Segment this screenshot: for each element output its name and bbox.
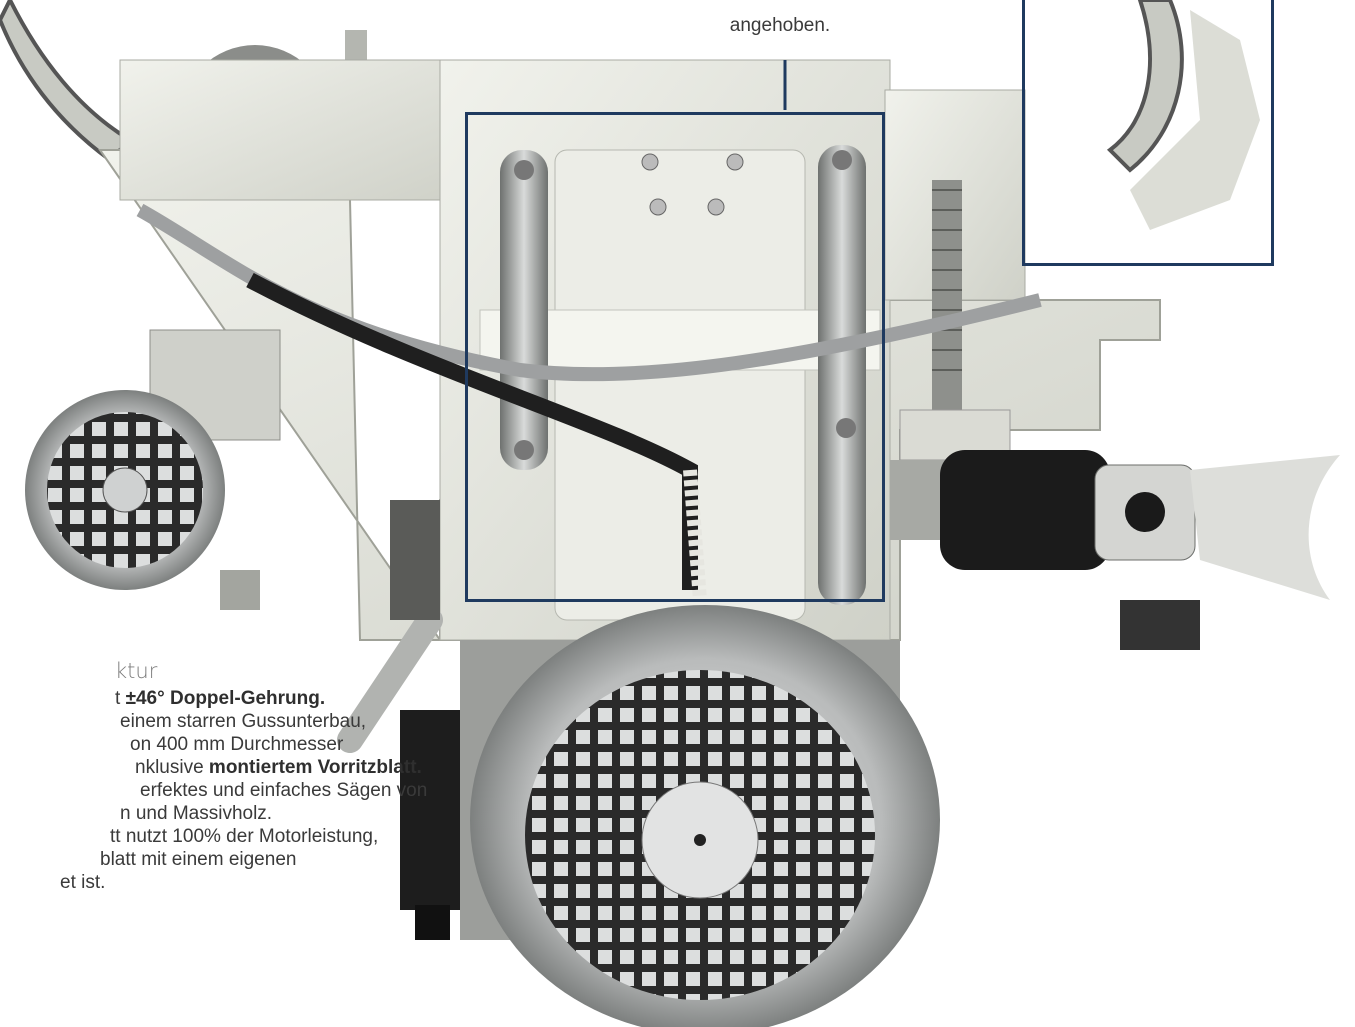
feature-line: einem starren Gussunterbau, [120,711,367,732]
feature-line: erfektes und einfaches Sägen von [140,780,428,801]
blade-guard-right [1106,0,1184,173]
feature-line: nklusive montiertem Vorritzblatt. [135,757,422,778]
callout-caption: angehoben. [650,14,910,38]
feature-line: t ±46° Doppel-Gehrung. [115,688,326,709]
feature-heading: ktur [115,659,158,683]
guide-rod-right [818,145,866,605]
highlight-frame-blade-guard [1022,0,1274,266]
callout-caption-text: angehoben. [729,15,831,36]
highlight-frame-guide-rods [465,112,885,602]
right-gear-motor [940,450,1110,570]
feature-description: ktur t ±46° Doppel-Gehrung. einem starre… [0,660,470,894]
cable-harness [136,203,1042,382]
feature-line: n und Massivholz. [120,803,273,824]
feature-line: blatt mit einem eigenen [100,849,297,870]
feature-line: et ist. [60,872,106,893]
feature-line: tt nutzt 100% der Motorleistung, [110,826,379,847]
feature-line: on 400 mm Durchmesser [130,734,344,755]
